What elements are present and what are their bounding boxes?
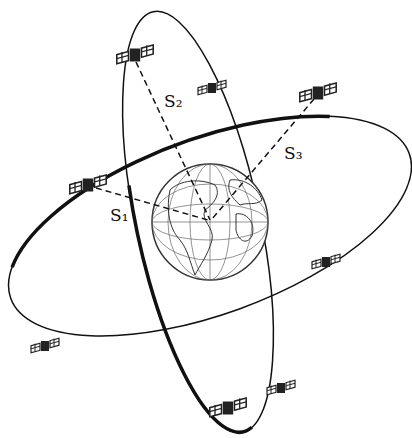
satellite-label: S₂ (162, 92, 184, 111)
satellite-label: S₁ (108, 206, 130, 225)
earth-globe (152, 164, 268, 280)
satellite-label: S₃ (282, 144, 304, 163)
